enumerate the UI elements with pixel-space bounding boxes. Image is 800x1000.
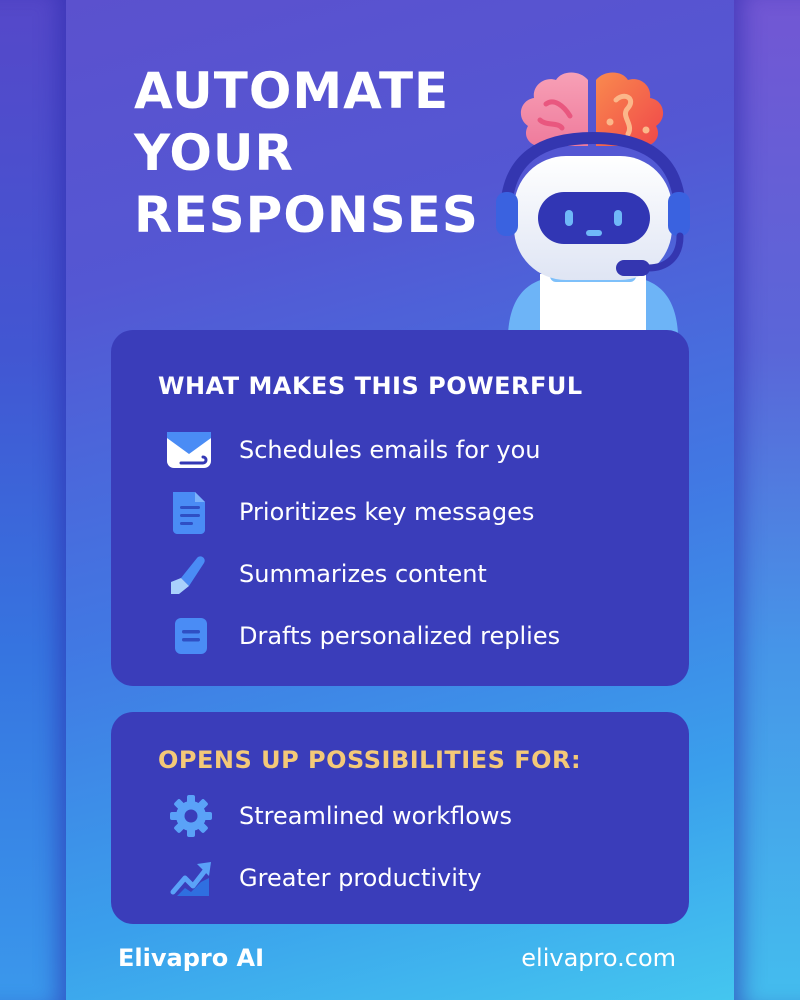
possibilities-card-title: OPENS UP POSSIBILITIES FOR: — [158, 746, 582, 774]
document-icon — [163, 492, 219, 534]
brain-right-icon — [596, 72, 664, 147]
robot-illustration-icon — [496, 72, 690, 334]
website-link[interactable]: elivapro.com — [521, 944, 676, 972]
feature-item-draft: Drafts personalized replies — [163, 616, 560, 656]
feature-label: Prioritizes key messages — [239, 498, 535, 526]
headline-line-2: YOUR — [134, 124, 295, 182]
possibility-label: Streamlined workflows — [239, 802, 513, 830]
possibility-label: Greater productivity — [239, 864, 482, 892]
possibility-item-workflows: Streamlined workflows — [163, 795, 513, 837]
features-card-title: WHAT MAKES THIS POWERFUL — [158, 372, 583, 400]
feature-item-prioritize: Prioritizes key messages — [163, 492, 535, 534]
features-card: WHAT MAKES THIS POWERFUL Schedules email… — [111, 330, 689, 686]
feature-item-summarize: Summarizes content — [163, 554, 487, 594]
left-edge-strip — [0, 0, 66, 1000]
headline: AUTOMATE YOUR RESPONSES — [134, 60, 479, 246]
note-icon — [163, 616, 219, 656]
brand-name: Elivapro AI — [118, 944, 265, 972]
pencil-icon — [163, 554, 219, 594]
right-edge-strip — [734, 0, 800, 1000]
feature-label: Schedules emails for you — [239, 436, 541, 464]
headline-line-1: AUTOMATE — [134, 62, 450, 120]
possibilities-card: OPENS UP POSSIBILITIES FOR: — [111, 712, 689, 924]
feature-label: Summarizes content — [239, 560, 487, 588]
headline-line-3: RESPONSES — [134, 186, 479, 244]
trending-up-icon — [163, 858, 219, 898]
possibility-item-productivity: Greater productivity — [163, 858, 482, 898]
feature-item-schedule: Schedules emails for you — [163, 430, 540, 470]
brain-left-icon — [520, 72, 588, 147]
envelope-icon — [163, 430, 219, 470]
feature-label: Drafts personalized replies — [239, 622, 561, 650]
gear-icon — [163, 795, 219, 837]
